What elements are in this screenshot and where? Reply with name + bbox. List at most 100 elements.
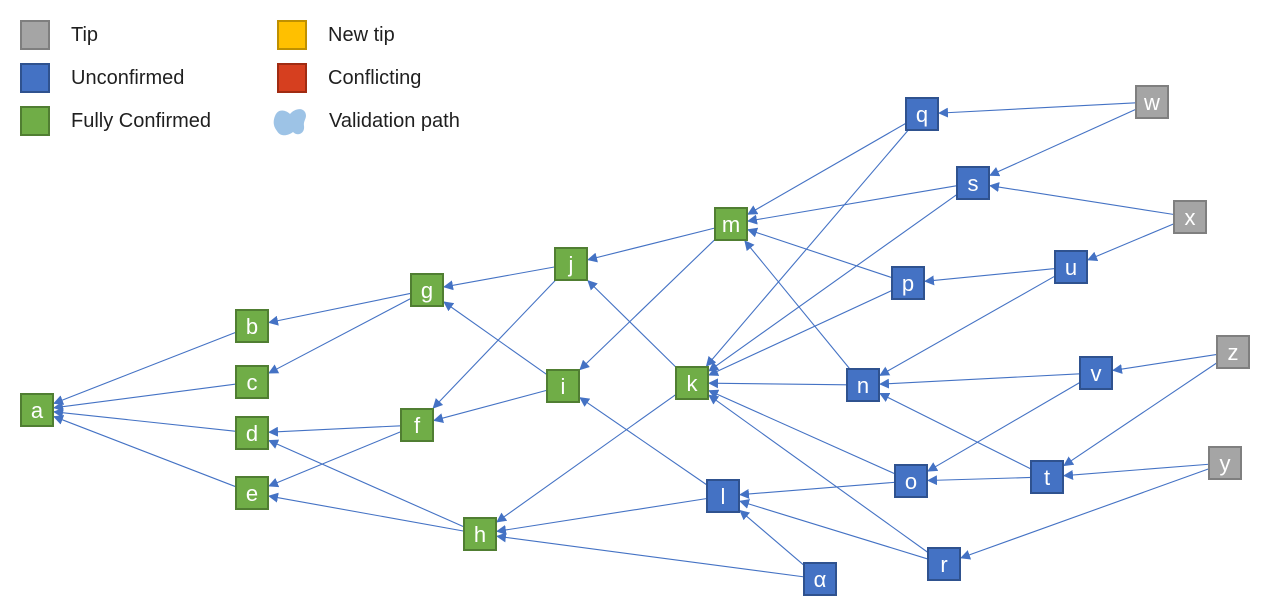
- edge-c-to-a: [53, 383, 237, 412]
- edge-z-to-v: [1112, 353, 1218, 374]
- node-label: y: [1220, 451, 1231, 476]
- edge-p-to-k: [708, 289, 893, 376]
- node-box: [400, 408, 434, 442]
- edge-alpha-to-l: [739, 509, 805, 566]
- edge-n-to-m: [744, 240, 851, 370]
- node-label: u: [1065, 255, 1077, 280]
- node-box: [1216, 335, 1250, 369]
- node-box: [1135, 85, 1169, 119]
- edge-s-to-m: [747, 185, 958, 225]
- node-box: [706, 479, 740, 513]
- node-box: [235, 309, 269, 343]
- edge-k-to-h: [496, 393, 677, 523]
- node-box: [1030, 460, 1064, 494]
- node-r: r: [927, 547, 961, 581]
- edge-u-to-n: [879, 275, 1056, 376]
- node-label: p: [902, 271, 914, 296]
- edge-alpha-to-h: [496, 532, 805, 578]
- node-h: h: [463, 517, 497, 551]
- node-l: l: [706, 479, 740, 513]
- node-w: w: [1135, 85, 1169, 119]
- edge-v-to-o: [927, 381, 1081, 472]
- edge-l-to-h: [496, 497, 708, 535]
- node-u: u: [1054, 250, 1088, 284]
- node-label: m: [722, 212, 740, 237]
- legend-label: Unconfirmed: [71, 66, 185, 89]
- node-v: v: [1079, 356, 1113, 390]
- edge-d-to-a: [53, 407, 237, 432]
- edge-o-to-k: [708, 389, 896, 475]
- edge-f-to-d: [268, 425, 402, 437]
- node-p: p: [891, 266, 925, 300]
- edge-y-to-t: [1063, 463, 1210, 480]
- node-label: f: [414, 413, 421, 438]
- legend-label: Conflicting: [328, 66, 422, 89]
- node-box: [463, 517, 497, 551]
- legend-item-new-tip: New tip: [277, 18, 395, 52]
- edge-x-to-s: [989, 182, 1175, 216]
- legend-item-tip: Tip: [20, 18, 98, 52]
- node-z: z: [1216, 335, 1250, 369]
- node-m: m: [714, 207, 748, 241]
- node-label: h: [474, 522, 486, 547]
- node-label: r: [940, 552, 947, 577]
- node-c: c: [235, 365, 269, 399]
- node-d: d: [235, 416, 269, 450]
- node-box: [956, 166, 990, 200]
- node-b: b: [235, 309, 269, 343]
- node-s: s: [956, 166, 990, 200]
- edge-r-to-l: [739, 499, 929, 560]
- node-e: e: [235, 476, 269, 510]
- node-label: k: [687, 371, 699, 396]
- node-label: c: [247, 370, 258, 395]
- edge-u-to-p: [924, 268, 1056, 286]
- edge-i-to-f: [433, 389, 548, 423]
- node-label: l: [721, 484, 726, 509]
- edge-i-to-g: [443, 301, 548, 376]
- edge-e-to-a: [53, 415, 237, 488]
- node-label: n: [857, 373, 869, 398]
- edge-layer: [53, 102, 1218, 578]
- edge-w-to-q: [938, 102, 1137, 118]
- node-label: α: [814, 567, 827, 592]
- node-box: [927, 547, 961, 581]
- node-label: e: [246, 481, 258, 506]
- edge-q-to-m: [747, 122, 907, 215]
- node-box: [1173, 200, 1207, 234]
- node-label: b: [246, 314, 258, 339]
- node-f: f: [400, 408, 434, 442]
- edge-v-to-n: [879, 373, 1081, 389]
- edge-j-to-g: [443, 266, 556, 291]
- node-box: [803, 562, 837, 596]
- legend-item-conflicting: Conflicting: [277, 61, 421, 95]
- edge-b-to-a: [53, 331, 237, 405]
- validation-path-blob-icon: [273, 109, 306, 136]
- edge-o-to-l: [739, 481, 896, 499]
- node-label: i: [561, 374, 566, 399]
- legend-item-validation-path: Validation path: [272, 104, 460, 138]
- node-label: s: [968, 171, 979, 196]
- edge-g-to-c: [268, 297, 412, 374]
- edge-l-to-i: [579, 397, 708, 486]
- node-q: q: [905, 97, 939, 131]
- node-box: [714, 207, 748, 241]
- node-a: a: [20, 393, 54, 427]
- edge-p-to-m: [747, 227, 893, 279]
- edge-s-to-k: [708, 193, 958, 372]
- node-x: x: [1173, 200, 1207, 234]
- node-t: t: [1030, 460, 1064, 494]
- edge-x-to-u: [1087, 223, 1175, 261]
- node-label: d: [246, 421, 258, 446]
- tip-swatch-icon: [20, 20, 50, 50]
- node-box: [1054, 250, 1088, 284]
- node-box: [410, 273, 444, 307]
- node-k: k: [675, 366, 709, 400]
- conflicting-swatch-icon: [277, 63, 307, 93]
- node-box: [20, 393, 54, 427]
- legend-label: Validation path: [329, 109, 460, 132]
- node-box: [846, 368, 880, 402]
- node-box: [235, 365, 269, 399]
- node-box: [891, 266, 925, 300]
- node-box: [546, 369, 580, 403]
- legend-label: New tip: [328, 23, 395, 46]
